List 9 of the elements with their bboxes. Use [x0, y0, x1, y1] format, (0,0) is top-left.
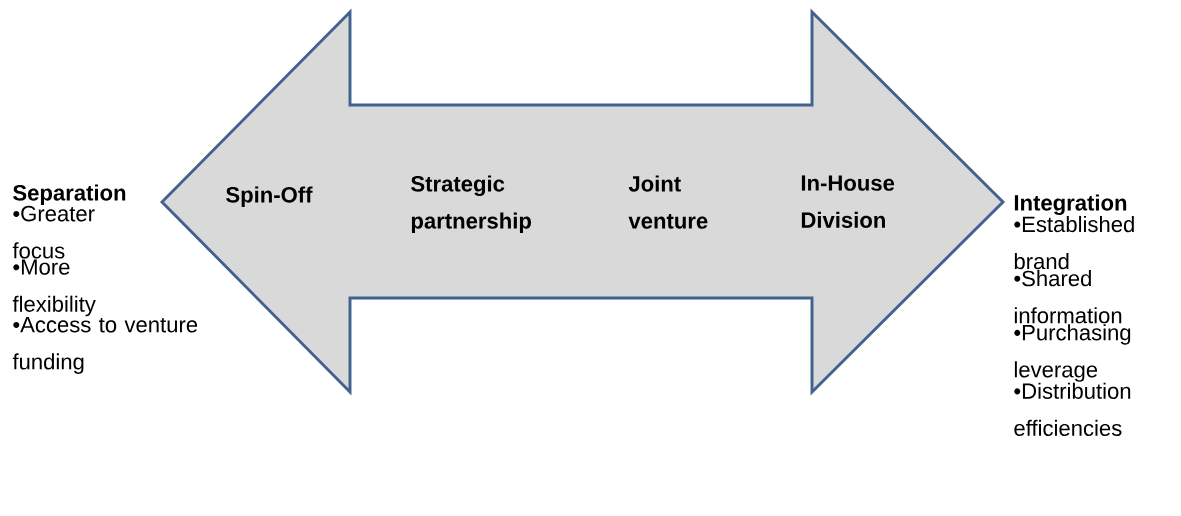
- stage-label: Strategic partnership: [411, 175, 531, 234]
- stage-label: In-House Division: [801, 175, 895, 228]
- bullet-item: •Greater focus: [12, 205, 95, 259]
- bullet-item: •Distribution efficiencies: [1014, 382, 1131, 436]
- stage-label: Joint venture: [628, 175, 708, 229]
- bullet-item: •Access to venture funding: [12, 317, 198, 374]
- stage-label: Spin-Off: [226, 186, 313, 207]
- heading: Separation: [13, 184, 126, 205]
- bullet-item: •More flexibility: [12, 259, 96, 317]
